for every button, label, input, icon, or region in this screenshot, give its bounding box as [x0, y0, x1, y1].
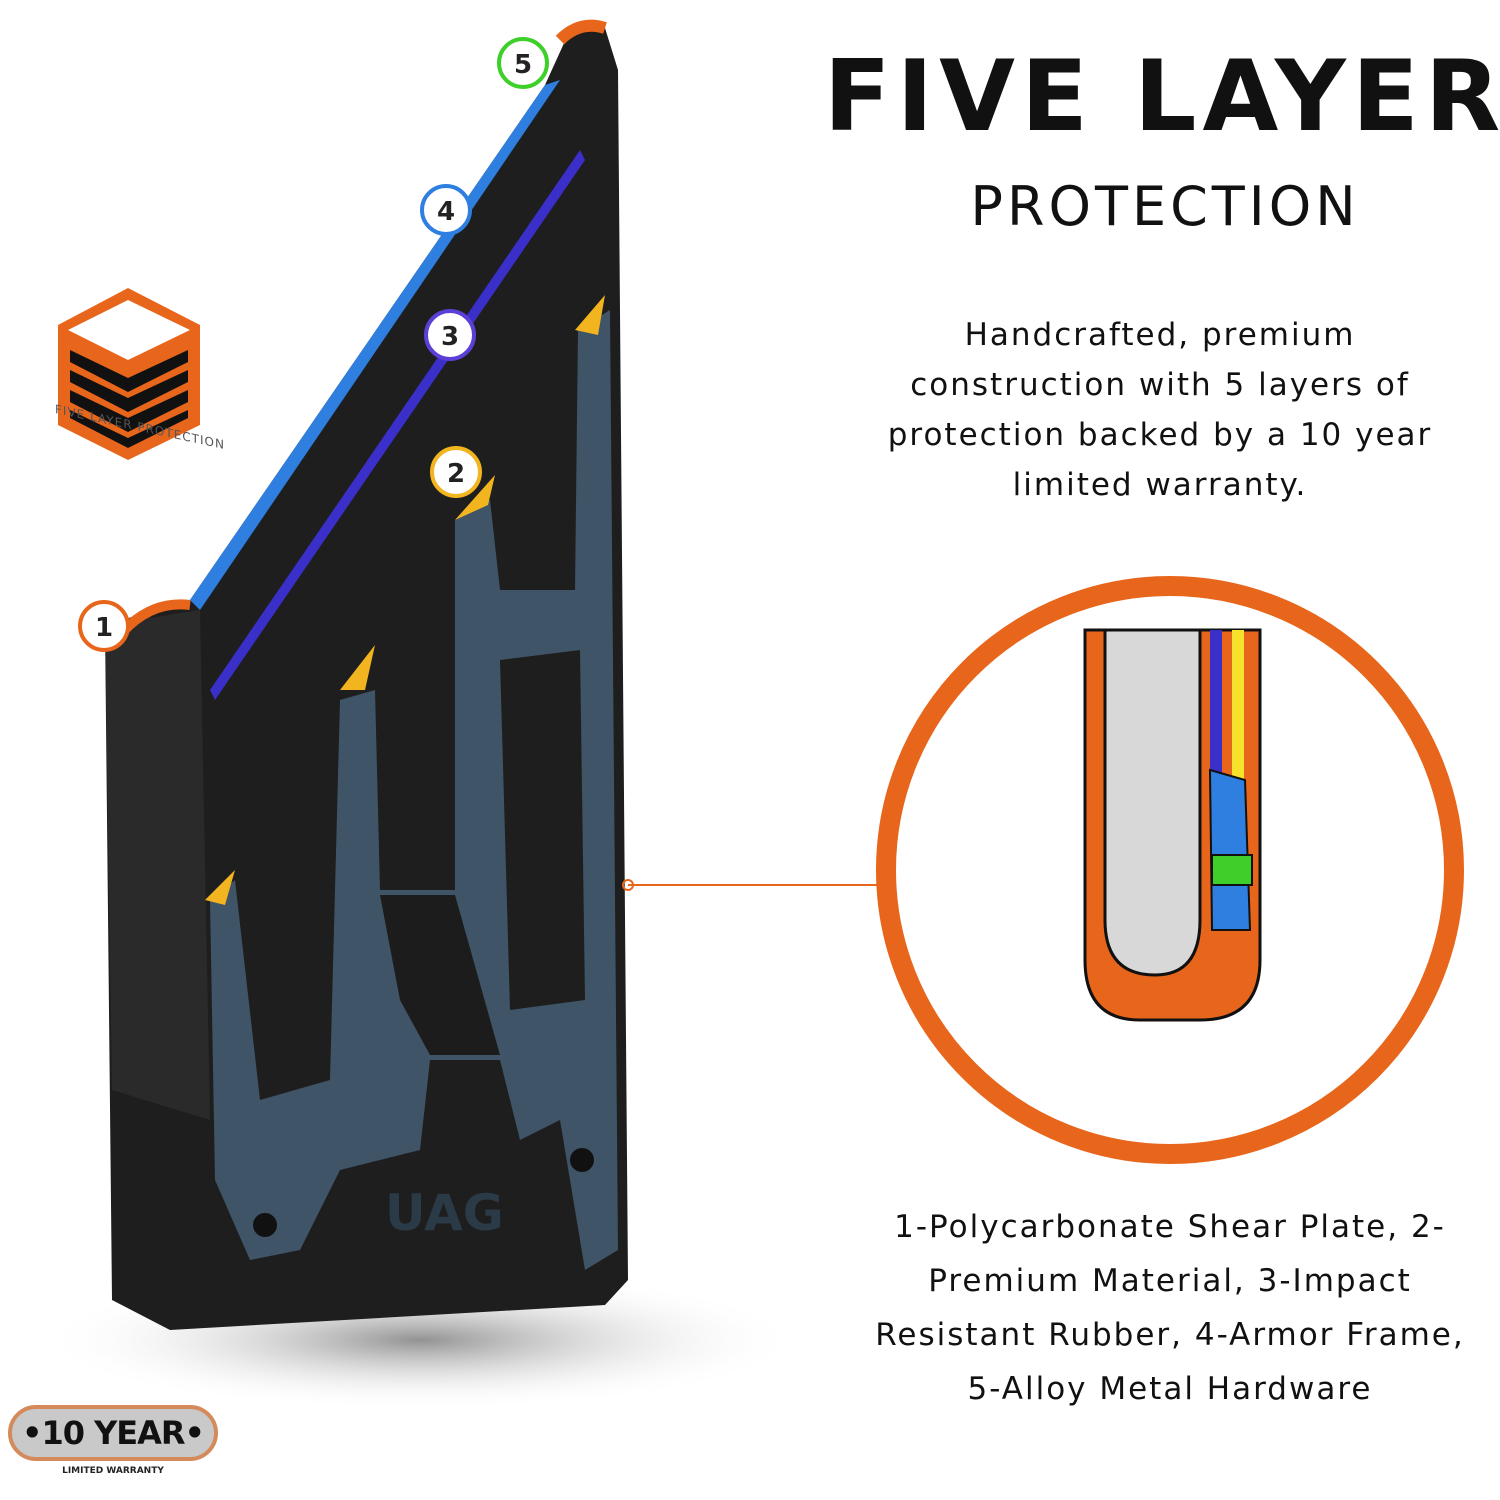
svg-text:3: 3	[441, 322, 459, 352]
callout-3: 3	[424, 309, 476, 361]
svg-text:2: 2	[447, 459, 465, 489]
callout-5: 5	[497, 37, 549, 89]
description: Handcrafted, premium construction with 5…	[887, 317, 1433, 503]
five-layer-logo	[58, 288, 200, 460]
cross-section-circle	[876, 576, 1464, 1164]
svg-text:1: 1	[95, 613, 113, 643]
page-subtitle: PROTECTION	[970, 175, 1360, 238]
warranty-subtitle: LIMITED WARRANTY	[62, 1466, 164, 1476]
callout-2: 2	[430, 446, 482, 498]
callout-1: 1	[78, 600, 130, 652]
svg-text:4: 4	[437, 197, 455, 227]
page-title: FIVE LAYER	[823, 40, 1500, 154]
callout-4: 4	[420, 184, 472, 236]
layers-list: 1-Polycarbonate Shear Plate, 2-Premium M…	[875, 1209, 1465, 1407]
warranty-badge: •10 YEAR•	[8, 1405, 218, 1461]
cross-section-detail	[1083, 628, 1262, 1022]
phone-case: UAG	[105, 19, 628, 1330]
svg-text:5: 5	[514, 50, 532, 80]
case-logo: UAG	[385, 1184, 504, 1242]
